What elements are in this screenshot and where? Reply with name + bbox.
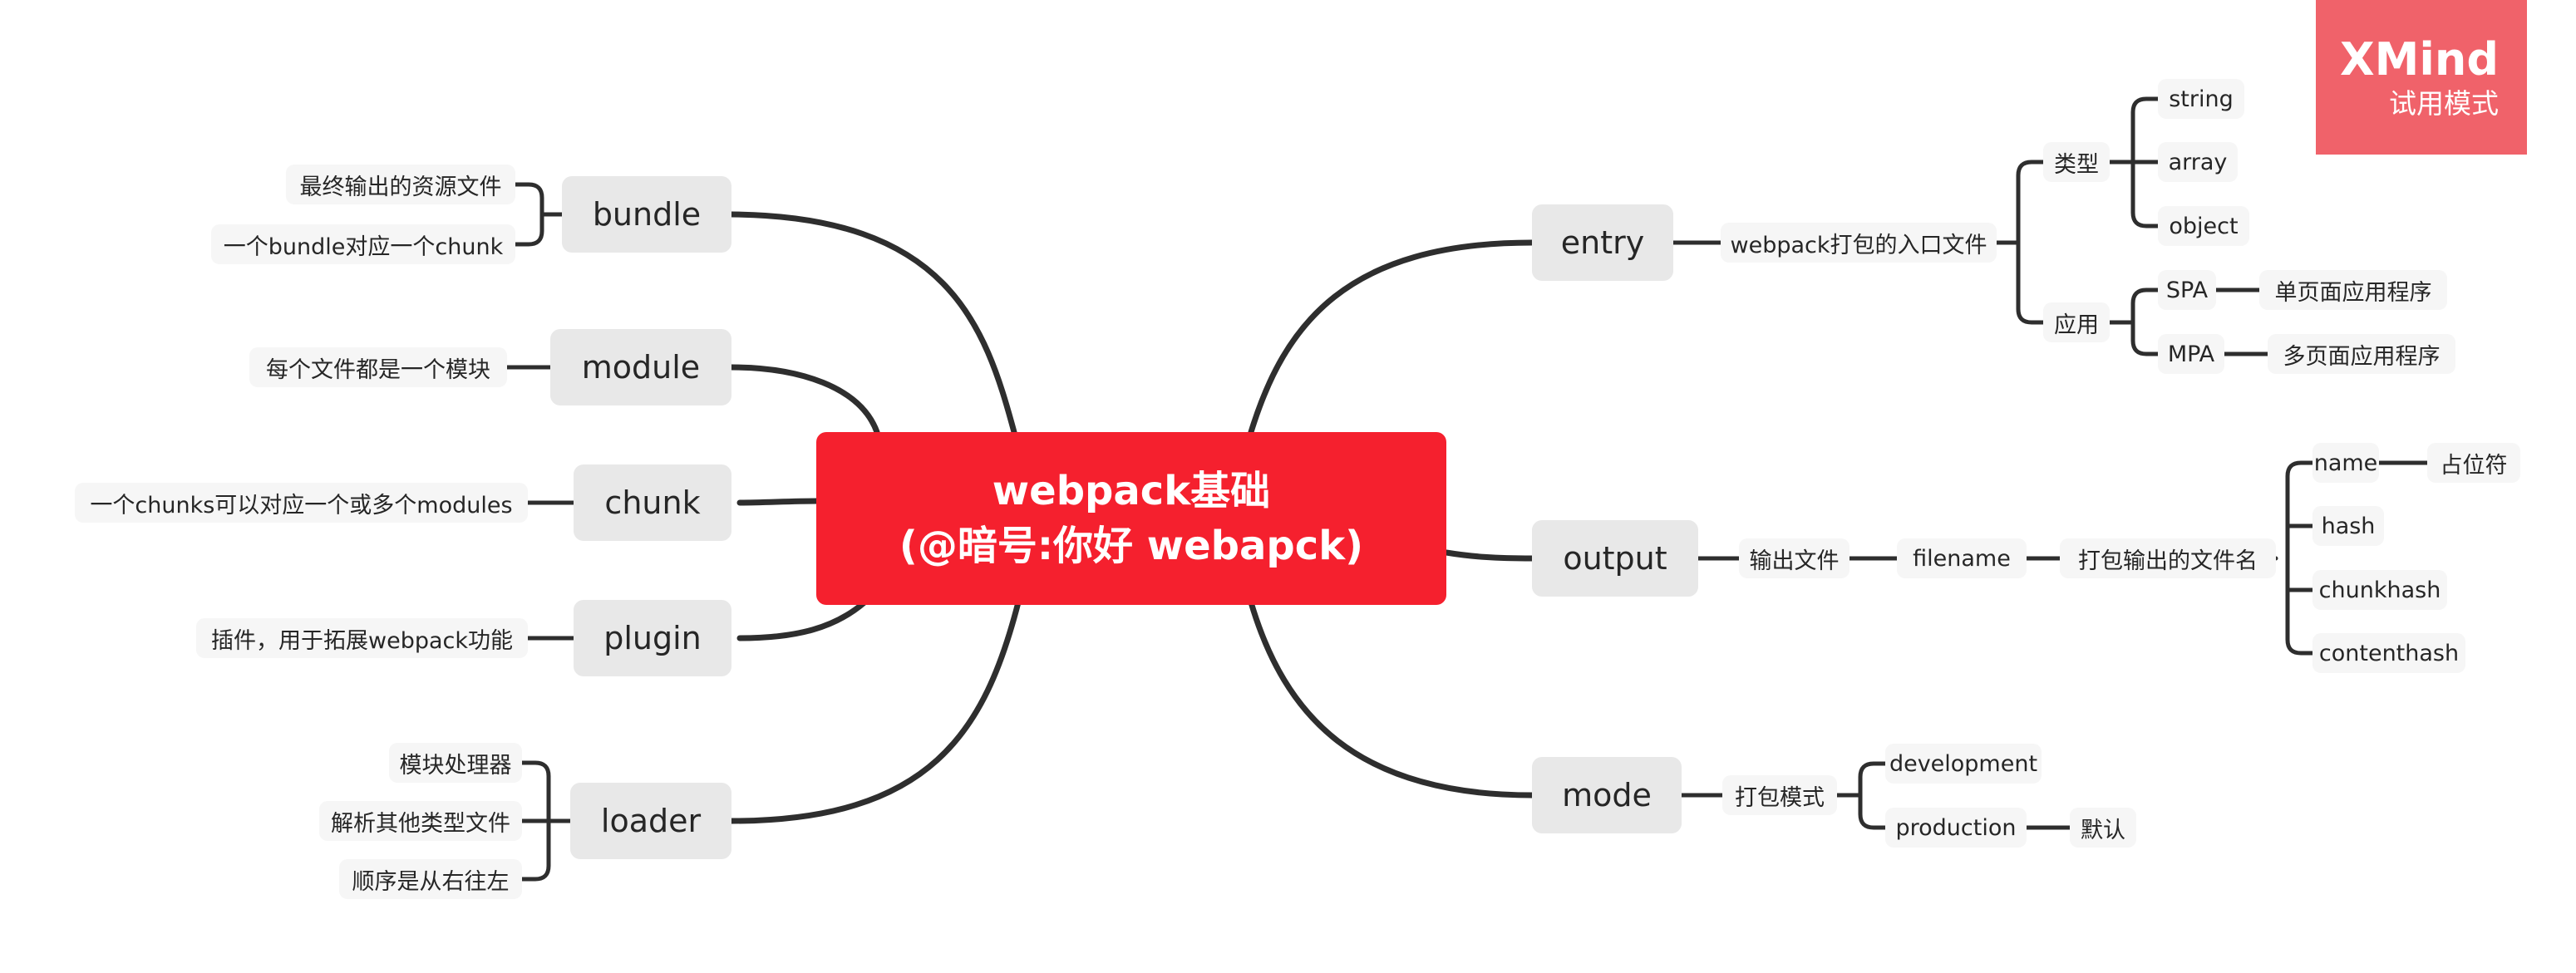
topic-plugin[interactable]: plugin xyxy=(574,600,731,676)
bundle-detail-1[interactable]: 最终输出的资源文件 xyxy=(286,165,515,204)
topic-bundle[interactable]: bundle xyxy=(562,176,731,253)
loader-detail-1[interactable]: 模块处理器 xyxy=(389,743,522,783)
entry-usage-mpa[interactable]: MPA xyxy=(2158,334,2224,374)
xmind-brand: XMind xyxy=(2340,33,2499,86)
entry-type-string[interactable]: string xyxy=(2158,79,2244,119)
output-contenthash[interactable]: contenthash xyxy=(2312,633,2465,673)
entry-usage-spa[interactable]: SPA xyxy=(2158,270,2216,310)
spa-desc[interactable]: 单页面应用程序 xyxy=(2259,270,2447,310)
topic-output[interactable]: output xyxy=(1532,520,1698,597)
output-filename-desc[interactable]: 打包输出的文件名 xyxy=(2060,538,2276,578)
topic-module[interactable]: module xyxy=(550,329,731,405)
mpa-desc[interactable]: 多页面应用程序 xyxy=(2268,334,2455,374)
topic-entry[interactable]: entry xyxy=(1532,204,1673,281)
output-name-desc[interactable]: 占位符 xyxy=(2427,443,2520,483)
entry-type[interactable]: 类型 xyxy=(2043,142,2110,182)
mode-development[interactable]: development xyxy=(1885,744,2042,784)
output-chunkhash[interactable]: chunkhash xyxy=(2312,570,2447,610)
bundle-detail-2[interactable]: 一个bundle对应一个chunk xyxy=(211,224,515,264)
entry-type-object[interactable]: object xyxy=(2158,206,2249,246)
root-title: webpack基础 xyxy=(992,468,1271,514)
topic-loader[interactable]: loader xyxy=(570,783,731,859)
mode-production-default[interactable]: 默认 xyxy=(2070,808,2136,848)
mode-desc[interactable]: 打包模式 xyxy=(1722,775,1837,815)
mode-production[interactable]: production xyxy=(1885,808,2027,848)
output-filename[interactable]: filename xyxy=(1897,538,2027,578)
plugin-detail[interactable]: 插件，用于拓展webpack功能 xyxy=(196,618,528,658)
topic-mode[interactable]: mode xyxy=(1532,757,1682,833)
root-topic[interactable]: webpack基础 (@暗号:你好 webapck) xyxy=(816,432,1446,605)
chunk-detail[interactable]: 一个chunks可以对应一个或多个modules xyxy=(75,483,528,523)
output-desc[interactable]: 输出文件 xyxy=(1739,538,1849,578)
module-detail[interactable]: 每个文件都是一个模块 xyxy=(249,347,507,387)
output-name[interactable]: name xyxy=(2312,443,2379,483)
entry-usage[interactable]: 应用 xyxy=(2043,302,2110,342)
root-subtitle: (@暗号:你好 webapck) xyxy=(899,523,1364,569)
trial-mode-label: 试用模式 xyxy=(2389,87,2499,120)
entry-desc[interactable]: webpack打包的入口文件 xyxy=(1721,223,1997,263)
topic-chunk[interactable]: chunk xyxy=(574,464,731,541)
output-hash[interactable]: hash xyxy=(2312,506,2384,546)
loader-detail-3[interactable]: 顺序是从右往左 xyxy=(339,859,522,899)
entry-type-array[interactable]: array xyxy=(2158,142,2238,182)
loader-detail-2[interactable]: 解析其他类型文件 xyxy=(319,801,522,841)
xmind-trial-badge: XMind 试用模式 xyxy=(2316,0,2527,155)
